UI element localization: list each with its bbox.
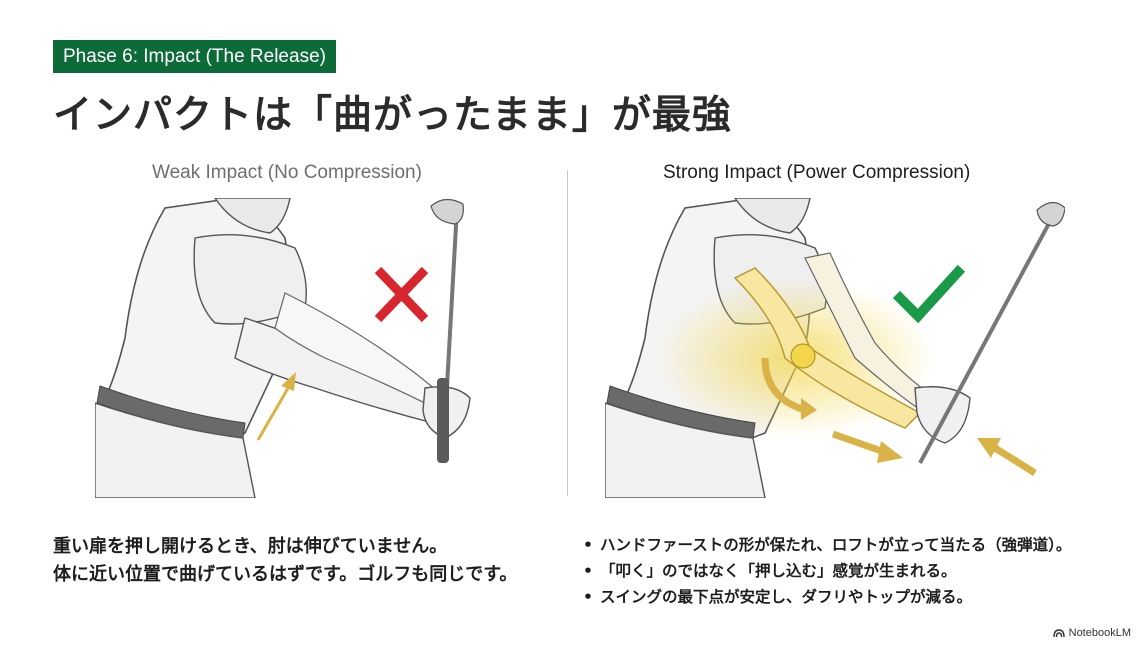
list-item-text: ハンドファーストの形が保たれ、ロフトが立って当たる（強弾道）。: [600, 536, 1072, 554]
list-item-text: 「叩く」のではなく「押し込む」感覚が生まれる。: [600, 562, 957, 580]
bullet-marker: •: [583, 562, 593, 580]
left-caption: 重い扉を押し開けるとき、肘は伸びていません。 体に近い位置で曲げているはずです。…: [53, 533, 517, 589]
bullet-marker: •: [583, 536, 593, 554]
golfer-straight-arms-sketch: [95, 198, 471, 498]
benefits-list: • ハンドファーストの形が保たれ、ロフトが立って当たる（強弾道）。 • 「叩く」…: [583, 532, 1071, 610]
bullet-marker: •: [583, 588, 593, 606]
list-item: • ハンドファーストの形が保たれ、ロフトが立って当たる（強弾道）。: [583, 532, 1071, 558]
page-title: インパクトは「曲がったまま」が最強: [53, 93, 732, 138]
caption-line: 体に近い位置で曲げているはずです。ゴルフも同じです。: [53, 564, 518, 585]
red-cross-icon: [374, 266, 429, 323]
caption-line: 重い扉を押し開けるとき、肘は伸びていません。: [53, 536, 448, 557]
list-item: • スイングの最下点が安定し、ダフリやトップが減る。: [583, 584, 1071, 610]
phase-badge: Phase 6: Impact (The Release): [53, 40, 336, 73]
notebooklm-brand: NotebookLM: [1052, 627, 1131, 639]
panel-divider: [567, 170, 568, 496]
notebooklm-logo-icon: [1052, 629, 1065, 638]
strong-impact-title: Strong Impact (Power Compression): [663, 162, 971, 183]
list-item: • 「叩く」のではなく「押し込む」感覚が生まれる。: [583, 558, 1071, 584]
brand-label: NotebookLM: [1068, 627, 1131, 639]
list-item-text: スイングの最下点が安定し、ダフリやトップが減る。: [600, 588, 973, 606]
weak-impact-illustration: [95, 198, 515, 498]
weak-impact-title: Weak Impact (No Compression): [152, 162, 422, 183]
green-check-icon: [892, 264, 966, 324]
golfer-bent-arms-sketch: [605, 198, 1065, 498]
strong-impact-illustration: [605, 198, 1065, 498]
